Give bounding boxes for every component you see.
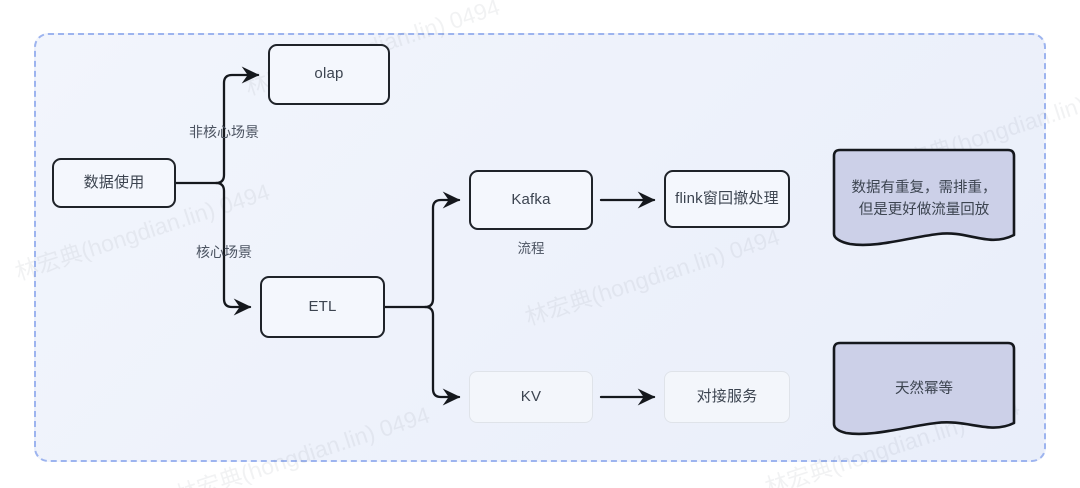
node-source[interactable]: 数据使用 <box>52 158 176 208</box>
note-shape <box>832 341 1016 436</box>
node-olap[interactable]: olap <box>268 44 390 105</box>
node-label: 对接服务 <box>696 387 758 405</box>
note-dedupe: 数据有重复，需排重， 但是更好做流量回放 <box>828 148 1020 250</box>
sub-label-text: 流程 <box>517 241 545 256</box>
note-text-block: 数据有重复，需排重， 但是更好做流量回放 <box>828 177 1020 222</box>
node-service[interactable]: 对接服务 <box>664 371 790 423</box>
node-label: olap <box>314 65 344 83</box>
note-text-block: 天然幂等 <box>828 378 1020 400</box>
node-label: Kafka <box>511 190 551 208</box>
node-kv[interactable]: KV <box>469 371 593 423</box>
note-line: 但是更好做流量回放 <box>858 202 990 218</box>
note-line: 天然幂等 <box>895 380 953 397</box>
note-shape <box>832 148 1016 247</box>
edge-label-core: 核心场景 <box>170 242 278 262</box>
sub-label-kafka: 流程 <box>477 237 585 257</box>
note-line: 数据有重复，需排重， <box>851 179 997 196</box>
edge-label-text: 非核心场景 <box>189 124 259 140</box>
node-kafka[interactable]: Kafka <box>469 170 593 230</box>
edge-label-non-core: 非核心场景 <box>170 122 278 142</box>
note-idempotent: 天然幂等 <box>828 341 1020 437</box>
edge-label-text: 核心场景 <box>196 244 252 260</box>
node-label: flink窗回撤处理 <box>675 189 779 207</box>
node-label: KV <box>520 387 542 405</box>
node-label: ETL <box>308 297 337 315</box>
node-label: 数据使用 <box>83 173 145 191</box>
node-flink[interactable]: flink窗回撤处理 <box>664 170 790 228</box>
node-etl[interactable]: ETL <box>260 276 385 338</box>
